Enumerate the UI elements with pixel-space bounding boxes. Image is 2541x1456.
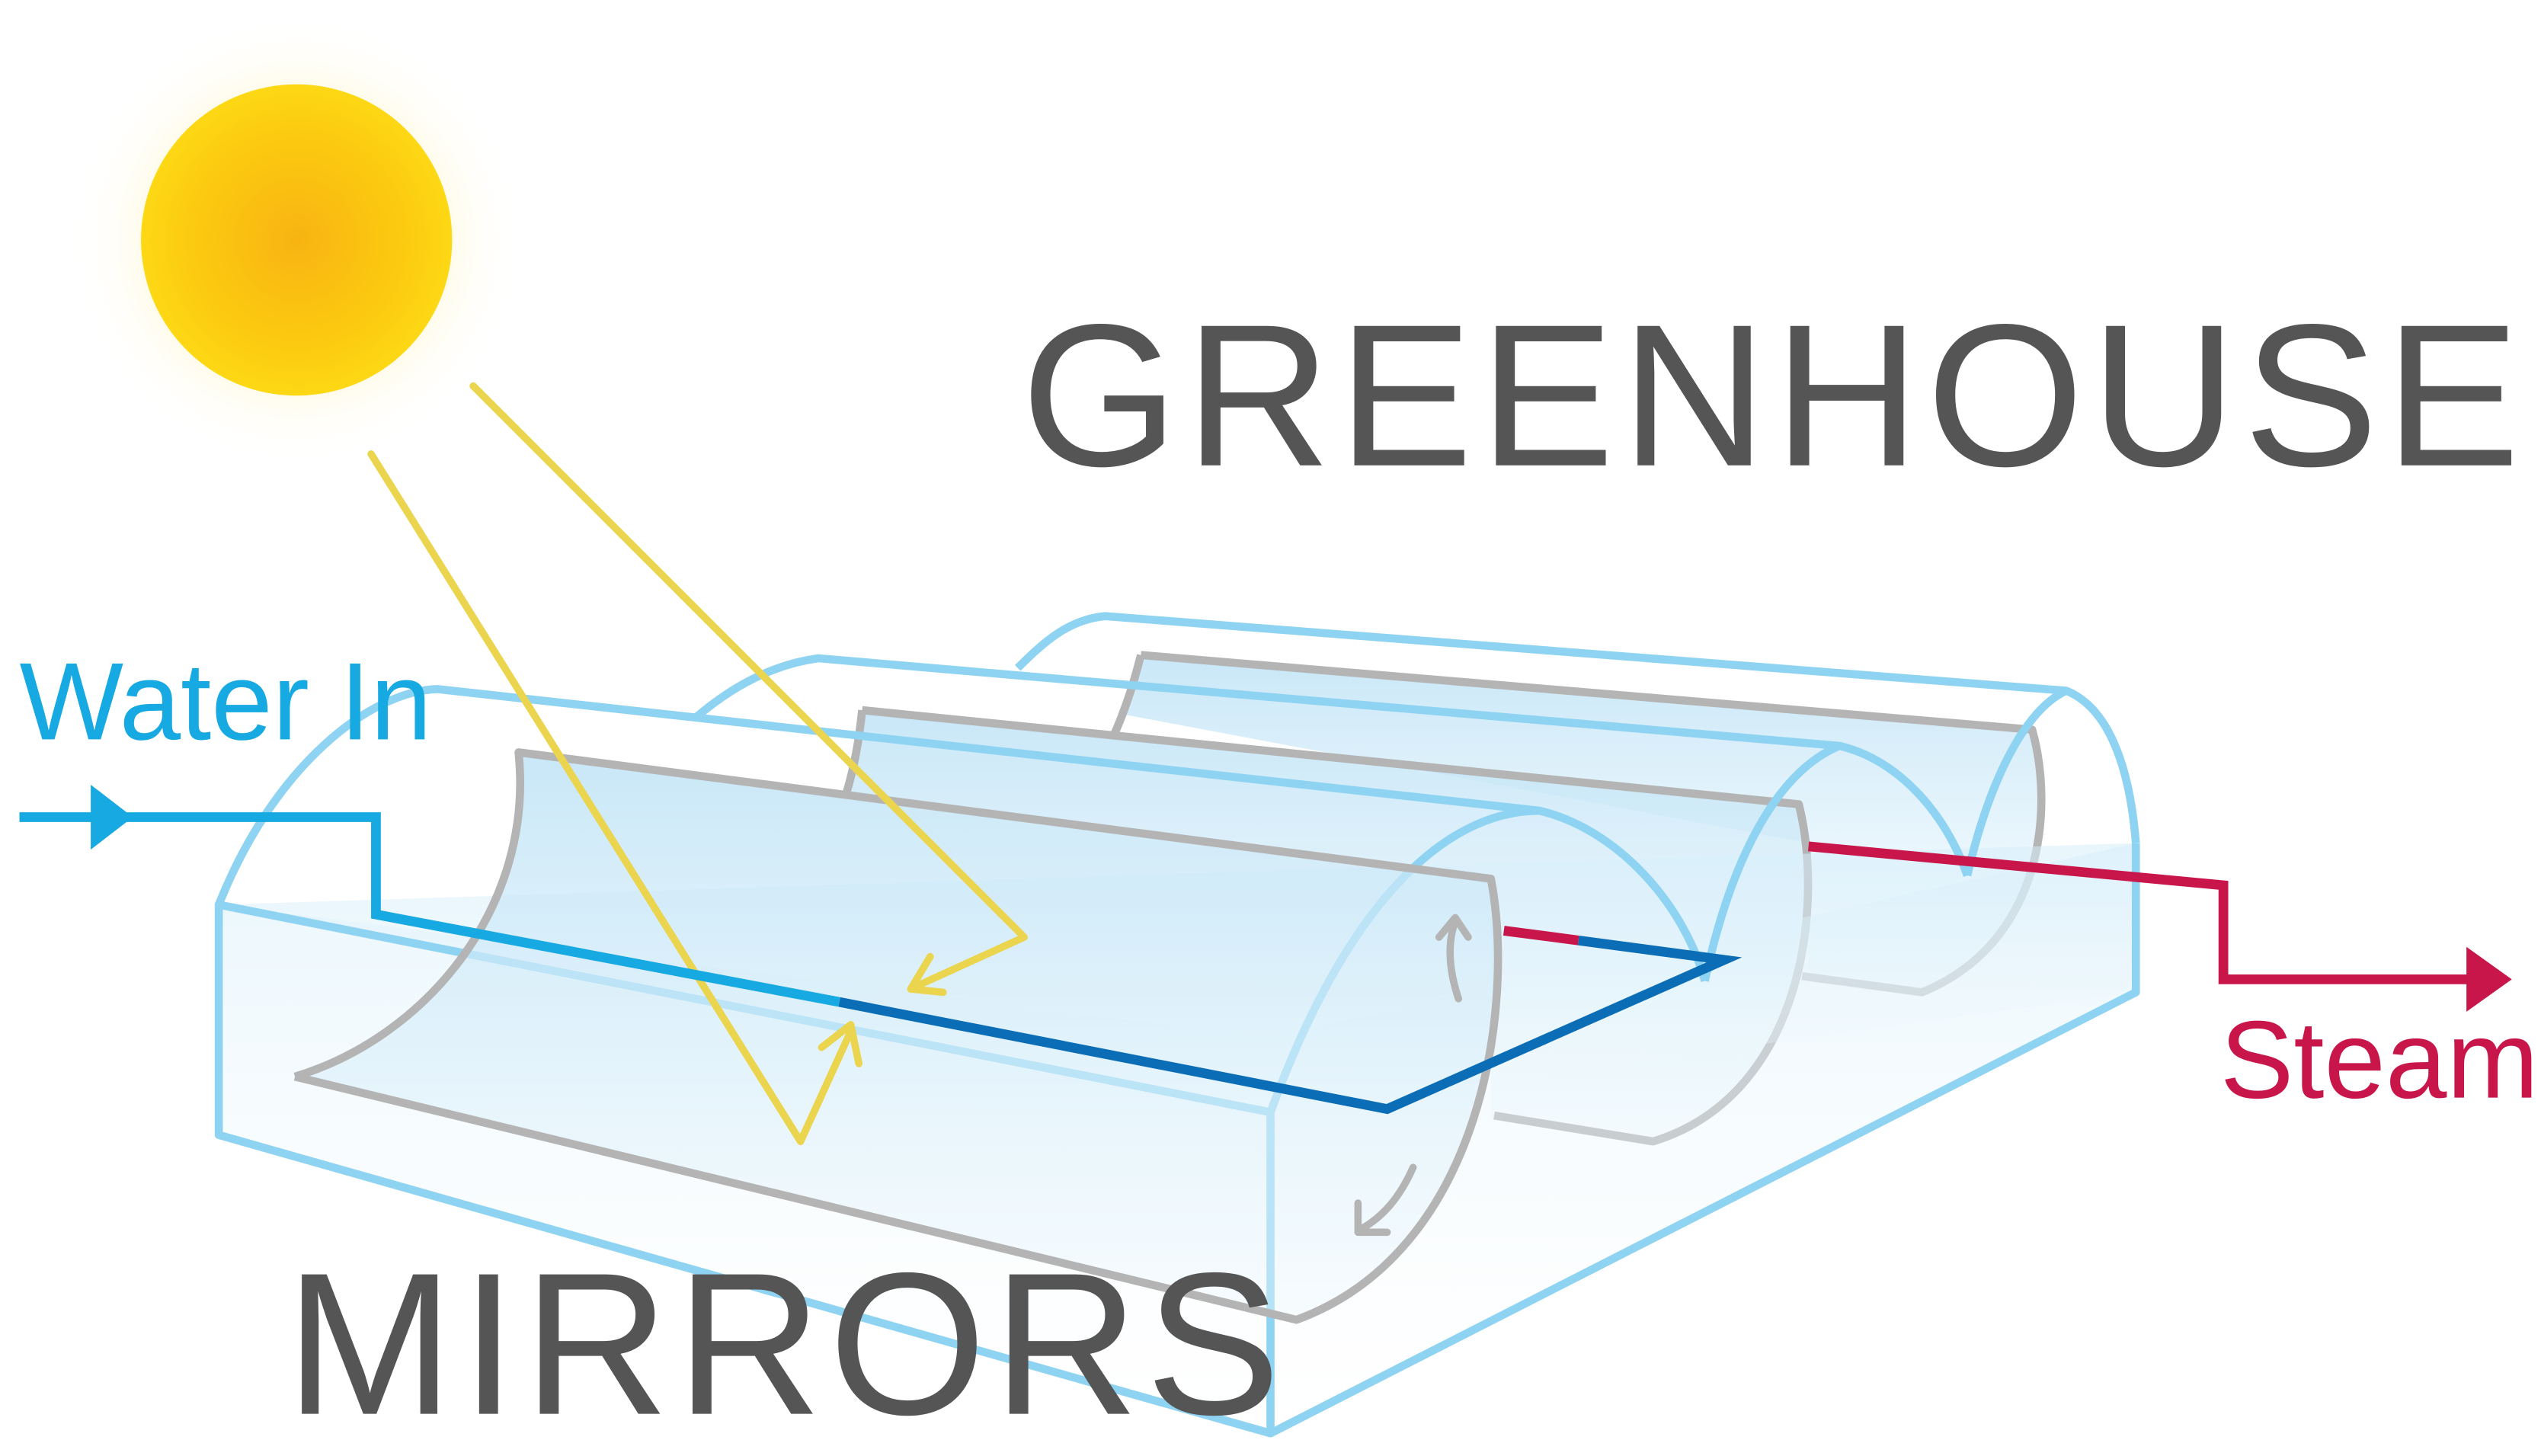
mirrors-label: MIRRORS bbox=[285, 1231, 1287, 1456]
sunlight-rays bbox=[367, 382, 1028, 1145]
front-mirror-trough bbox=[293, 748, 1503, 1324]
curved-arrow-down-icon bbox=[1357, 1163, 1417, 1233]
inflow-arrow bbox=[91, 784, 133, 850]
water-in-label: Water In bbox=[20, 639, 432, 763]
steam-out-label: Steam Out bbox=[2220, 998, 2541, 1122]
outflow-arrow bbox=[2466, 946, 2512, 1012]
curved-arrow-up-icon bbox=[1446, 917, 1463, 1003]
water-pipe bbox=[19, 812, 1743, 1115]
steam-pipe bbox=[1503, 841, 2476, 984]
greenhouse-label: GREENHOUSE bbox=[1021, 283, 2527, 509]
reflection-arrows bbox=[1354, 914, 1472, 1237]
arrow-right-icon bbox=[91, 784, 133, 850]
sun-icon bbox=[69, 13, 523, 467]
arrow-right-icon bbox=[2466, 946, 2512, 1012]
